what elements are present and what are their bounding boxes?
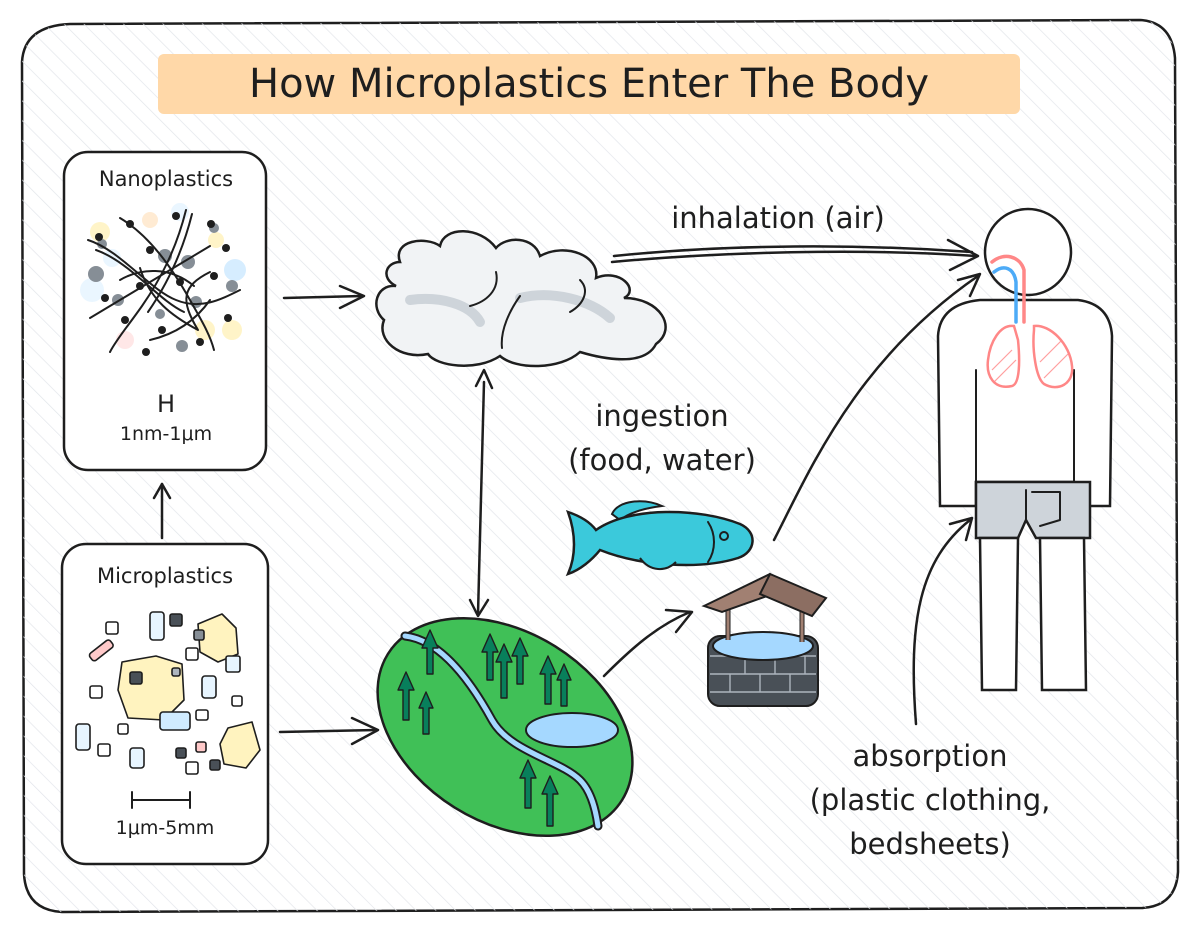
arrow-nano-to-cloud — [282, 284, 366, 310]
cloud-icon — [375, 230, 667, 368]
human-body-icon — [936, 207, 1114, 692]
inhalation-label: inhalation (air) — [671, 201, 885, 235]
arrow-cloud-landscape-bidirectional — [468, 368, 494, 618]
arrow-landscape-to-well — [602, 608, 694, 678]
nanoplastics-particles-icon — [80, 203, 246, 356]
outer-frame — [20, 18, 1180, 914]
microplastics-scale-bar — [131, 791, 191, 809]
well-icon — [701, 572, 828, 707]
microplastics-fragments-icon — [75, 611, 261, 775]
title-highlight — [158, 54, 1020, 114]
torso-icon — [936, 298, 1114, 508]
nanoplastics-scale-mark: H — [157, 390, 175, 418]
arrow-absorption-to-body — [912, 516, 974, 726]
nanoplastics-box: Nanoplastics — [62, 150, 268, 472]
title-group: How Microplastics Enter The Body — [158, 54, 1020, 114]
fish-icon — [565, 500, 754, 577]
microplastics-label: Microplastics — [97, 564, 233, 588]
absorption-label-line2: (plastic clothing, — [810, 783, 1051, 817]
arrows — [152, 238, 982, 746]
landscape-icon — [376, 616, 634, 838]
arrow-micro-to-landscape — [278, 716, 380, 746]
microplastics-size-label: 1μm-5mm — [116, 817, 215, 839]
absorption-label-line3: bedsheets) — [849, 827, 1011, 861]
arrow-micro-to-nano — [152, 482, 172, 540]
lake-icon — [525, 712, 619, 748]
head-icon — [983, 207, 1073, 297]
page-title: How Microplastics Enter The Body — [249, 61, 929, 107]
ingestion-label-line1: ingestion — [595, 399, 728, 433]
trees-icon — [397, 629, 572, 827]
arrow-cloud-to-body — [610, 238, 980, 272]
microplastics-box: Microplastics — [60, 542, 270, 866]
ingestion-label-line2: (food, water) — [568, 443, 756, 477]
arrow-fish-to-body — [772, 272, 982, 542]
nanoplastics-size-label: 1nm-1μm — [120, 423, 212, 445]
absorption-label-line1: absorption — [853, 739, 1008, 773]
lungs-icon — [986, 324, 1074, 389]
airway-icon — [990, 254, 1026, 324]
nanoplastics-label: Nanoplastics — [99, 167, 233, 191]
shorts-icon — [974, 480, 1092, 540]
legs-icon — [978, 536, 1088, 692]
